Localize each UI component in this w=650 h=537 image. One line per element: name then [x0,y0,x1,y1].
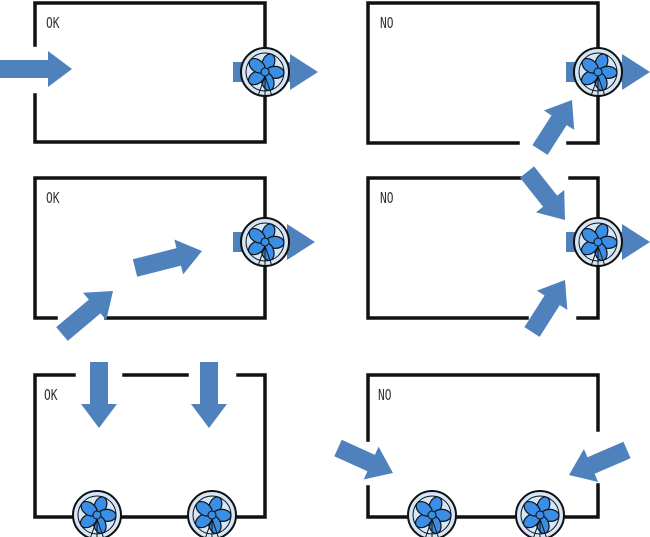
panel-5-wall [33,373,267,519]
panel-6-wall-bottom [366,483,600,519]
panel-6-wall [366,373,600,442]
panel-6-inlet-left-arrow [334,439,394,480]
panel-5-inlet-left-arrow [81,362,117,428]
panel-3-inlet-arrow [56,290,113,341]
panel-6-label: NO [378,386,392,404]
panel-4-inlet-top-arrow [519,166,566,221]
panel-4-label: NO [380,189,394,207]
panel-5-fan-left-icon [72,490,122,537]
panel-3-wall [33,176,267,320]
panel-4-inlet-bottom-arrow [524,279,568,337]
panel-6-fan-left-icon [407,490,457,537]
panel-2-inlet-arrow [532,99,575,155]
panel-2-fan-icon [573,47,623,97]
panel-2-label: NO [380,14,394,32]
panel-5-label: OK [44,386,58,404]
panel-1-label: OK [46,14,60,32]
panel-1-inlet-arrow [0,51,72,87]
panel-5-inlet-right-arrow [191,362,227,428]
panel-3-label: OK [46,189,60,207]
panel-3-fan-icon [240,217,290,267]
panel-2-wall [366,1,600,145]
walls [33,1,600,519]
panel-4-wall [366,176,529,320]
panel-1-wall [33,1,267,144]
panel-6-fan-right-icon [515,490,565,537]
panel-6-inlet-right-arrow [568,441,631,483]
panel-4-fan-icon [573,217,623,267]
panel-1-fan-icon [240,47,290,97]
panel-5-fan-right-icon [187,490,237,537]
panel-3-flow-arrow [132,239,202,277]
